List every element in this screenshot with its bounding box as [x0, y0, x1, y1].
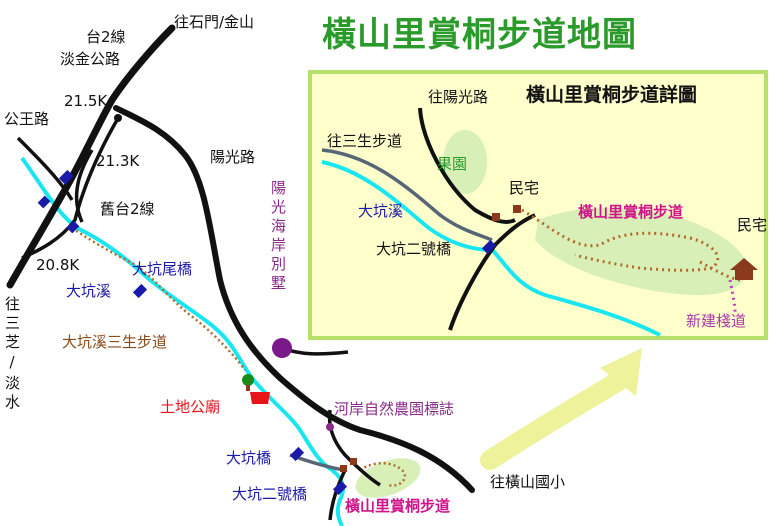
inset-label-orchard: 果園 — [437, 155, 468, 173]
dakeng-tail-bridge-icon — [132, 283, 148, 299]
inset-road-north — [418, 107, 516, 224]
label-dakeng-tail-bridge: 大坑尾橋 — [132, 260, 193, 278]
inset-label-boardwalk: 新建棧道 — [686, 312, 747, 330]
label-yangguang-villa: 陽光海岸別墅 — [269, 180, 287, 294]
label-km-21-5: 21.5K — [64, 92, 108, 110]
label-km-21-3: 21.3K — [96, 152, 140, 170]
zoom-arrow — [480, 348, 642, 470]
sansheng-trail-line — [71, 226, 246, 371]
label-sansheng-trail: 大坑溪三生步道 — [62, 333, 168, 351]
dakeng-bridge-icon — [289, 446, 305, 462]
label-to-sanzhi-tamsui: 往三芝/淡水 — [3, 296, 21, 413]
bridge-20-8-icon — [66, 220, 80, 234]
old-tai2-branch — [74, 149, 94, 223]
inset-label-to-sansheng: 往三生步道 — [327, 132, 403, 150]
label-tung-trail: 橫山里賞桐步道 — [345, 497, 451, 515]
inset-boardwalk-line — [728, 279, 737, 313]
inset-label-trail: 橫山里賞桐步道 — [578, 203, 684, 221]
label-tudi-temple: 土地公廟 — [160, 398, 221, 416]
page-title: 橫山里賞桐步道地圖 — [322, 15, 637, 55]
label-km-20-8: 20.8K — [36, 256, 80, 274]
label-dakeng-creek: 大坑溪 — [66, 282, 112, 300]
label-yangguang-road: 陽光路 — [210, 148, 256, 166]
label-to-hengshan-school: 往橫山國小 — [490, 473, 566, 491]
inset-bridge-icon — [481, 239, 497, 255]
inset-house-icon-1 — [492, 213, 500, 221]
villa-marker-icon — [272, 338, 292, 358]
yangguang-road — [113, 105, 475, 493]
tree-trunk-icon — [246, 385, 250, 391]
label-dakeng-no2-bridge: 大坑二號橋 — [232, 485, 308, 503]
inset-label-creek: 大坑溪 — [358, 202, 404, 220]
inset-house-icon-2 — [513, 205, 521, 213]
farm-sign-icon — [326, 423, 334, 431]
house-icon-1 — [340, 465, 347, 472]
label-route-danjin: 淡金公路 — [60, 50, 121, 68]
inset-title: 橫山里賞桐步道詳圖 — [526, 84, 698, 106]
inset-label-residence-2: 民宅 — [737, 216, 768, 234]
route-tai2-road — [6, 24, 176, 289]
km-21-5-marker — [114, 114, 122, 122]
temple-icon — [250, 392, 270, 404]
inset-label-residence-1: 民宅 — [509, 179, 540, 197]
label-to-shimen-jinshan: 往石門/金山 — [174, 13, 255, 31]
tree-icon — [242, 374, 254, 386]
tung-trail-area — [355, 458, 421, 498]
inset-residence-roof-icon — [730, 258, 758, 270]
label-farm-sign: 河岸自然農園標誌 — [334, 400, 455, 418]
bridge-21-3-icon — [58, 169, 74, 185]
inset-orchard-area — [443, 130, 487, 194]
dakeng-no2-bridge-icon — [332, 480, 348, 496]
inset-label-bridge: 大坑二號橋 — [376, 240, 452, 258]
inset-trail-area — [535, 207, 748, 295]
inset-side-road — [321, 148, 493, 242]
label-dakeng-bridge: 大坑橋 — [226, 449, 272, 467]
bridge-gongwang-icon — [37, 195, 51, 209]
label-route-tai2: 台2線 — [86, 28, 126, 46]
label-gongwang-road: 公王路 — [4, 110, 50, 128]
house-icon-2 — [350, 458, 357, 465]
inset-residence-wall-icon — [735, 270, 753, 280]
inset-label-to-yangguang: 往陽光路 — [428, 88, 489, 106]
label-old-tai2: 舊台2線 — [100, 200, 155, 218]
old-tai2-road — [21, 114, 122, 260]
gongwang-road — [16, 136, 74, 201]
lower-branch — [328, 469, 347, 521]
